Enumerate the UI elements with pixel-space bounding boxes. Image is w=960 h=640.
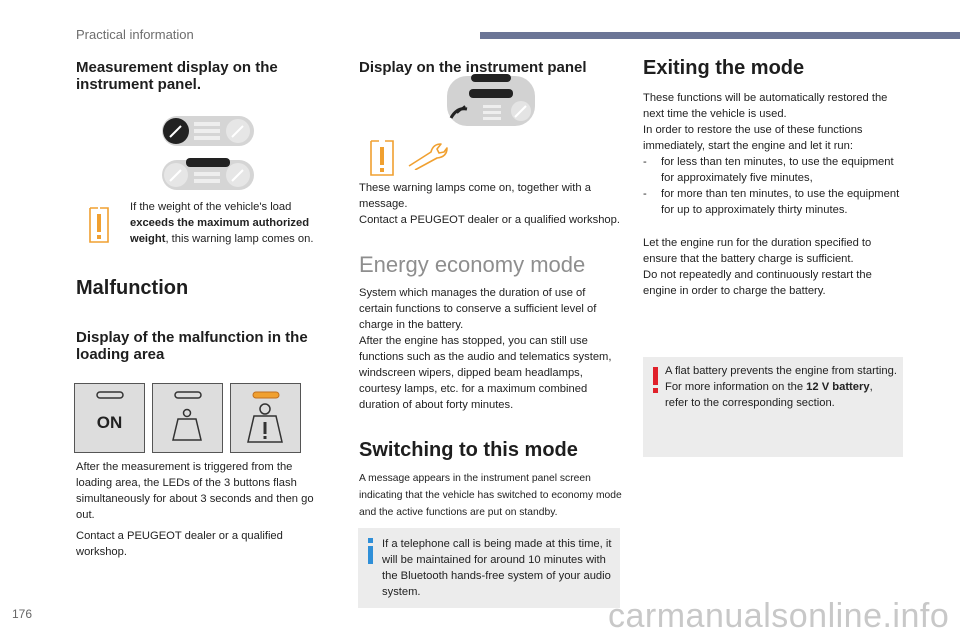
list-item: - for more than ten minutes, to use the … (643, 188, 900, 216)
heading-measurement: Measurement display on the instrument pa… (76, 59, 278, 93)
exit-list: - for less than ten minutes, to use the … (643, 154, 905, 218)
para-contact: Contact a PEUGEOT dealer or a qualified … (76, 530, 283, 558)
section-title: Practical information (76, 27, 194, 42)
para-intro: These functions will be automatically re… (643, 92, 888, 152)
load-warning-button-icon (230, 383, 301, 453)
info-note: If a telephone call is being made at thi… (382, 538, 612, 598)
heading-display-panel: Display on the instrument panel (359, 59, 587, 76)
on-label: ON (96, 413, 123, 432)
para-energy: System which manages the duration of use… (359, 287, 612, 411)
heading-exiting: Exiting the mode (643, 57, 805, 79)
on-button-icon: ON (74, 383, 145, 453)
heading-malfunction: Malfunction (76, 277, 189, 299)
gauge-cluster-icon (160, 112, 256, 194)
para-run: Let the engine run for the duration spec… (643, 237, 872, 297)
info-callout: If a telephone call is being made at thi… (358, 528, 620, 608)
info-icon (366, 538, 376, 564)
instrument-panel-icon (445, 73, 537, 128)
weight-note: If the weight of the vehicle's load exce… (130, 201, 314, 245)
watermark: carmanualsonline.info (608, 597, 950, 635)
heading-switching: Switching to this mode (359, 439, 578, 461)
header-bar (480, 32, 960, 39)
heading-energy: Energy economy mode (359, 252, 586, 277)
para-measurement: After the measurement is triggered from … (76, 461, 314, 521)
wrench-icon (405, 140, 449, 171)
warning-callout: A flat battery prevents the engine from … (643, 357, 903, 457)
warning-lamp-icon (84, 204, 114, 244)
warning-note: A flat battery prevents the engine from … (665, 365, 897, 409)
para-warning: These warning lamps come on, together wi… (359, 182, 620, 226)
warning-triangle-icon (365, 137, 401, 177)
load-button-icon (152, 383, 223, 453)
heading-display-loading: Display of the malfunction in the loadin… (76, 329, 308, 363)
exclamation-icon (651, 367, 661, 393)
list-item: - for less than ten minutes, to use the … (643, 156, 894, 184)
page-number: 176 (12, 607, 33, 621)
para-switching: A message appears in the instrument pane… (359, 473, 622, 518)
